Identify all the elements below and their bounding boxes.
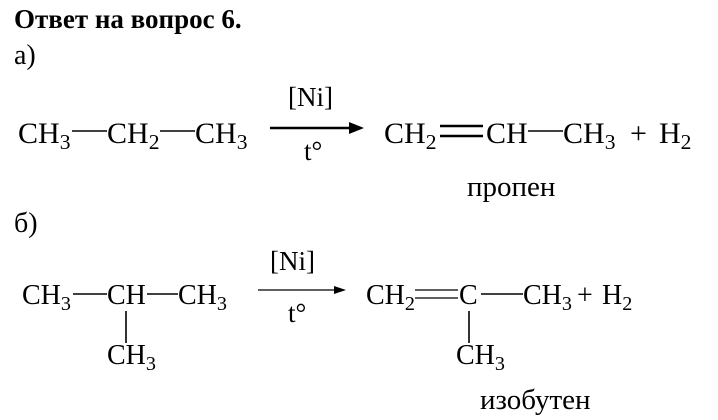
page-title: Ответ на вопрос 6. (14, 4, 242, 34)
propane-ch2: CH2 (107, 117, 160, 155)
isobutane-ch3-right: CH3 (178, 280, 227, 315)
hydrogen-b: H2 (602, 280, 633, 315)
plus-sign-b: + (577, 280, 593, 311)
isobutene-c: C (459, 280, 478, 311)
product-name-isobutene: изобутен (480, 384, 591, 416)
arrow-head-a (349, 122, 364, 134)
isobutane-ch3-branch: CH3 (107, 340, 156, 375)
part-a-label: а) (14, 40, 36, 71)
propane-ch3-left: CH3 (18, 117, 71, 155)
isobutane-ch: CH (107, 280, 146, 311)
isobutene-ch2: CH2 (366, 280, 415, 315)
propene-ch3: CH3 (563, 117, 616, 155)
arrow-head-b (334, 286, 346, 294)
propane-ch3-right: CH3 (195, 117, 248, 155)
catalyst-label-a: [Ni] (288, 82, 333, 112)
hydrogen-a: H2 (659, 117, 692, 155)
isobutene-ch3: CH3 (523, 280, 572, 315)
isobutane-ch3-left: CH3 (22, 280, 71, 315)
isobutene-ch3-branch: CH3 (456, 340, 505, 375)
part-b-label: б) (14, 208, 38, 239)
propene-ch2: CH2 (384, 117, 437, 155)
temperature-label-a: t° (304, 136, 323, 166)
propene-ch: CH (486, 117, 528, 150)
plus-sign-a: + (630, 117, 647, 150)
product-name-propene: пропен (467, 171, 556, 203)
temperature-label-b: t° (288, 298, 307, 328)
catalyst-label-b: [Ni] (270, 246, 315, 276)
